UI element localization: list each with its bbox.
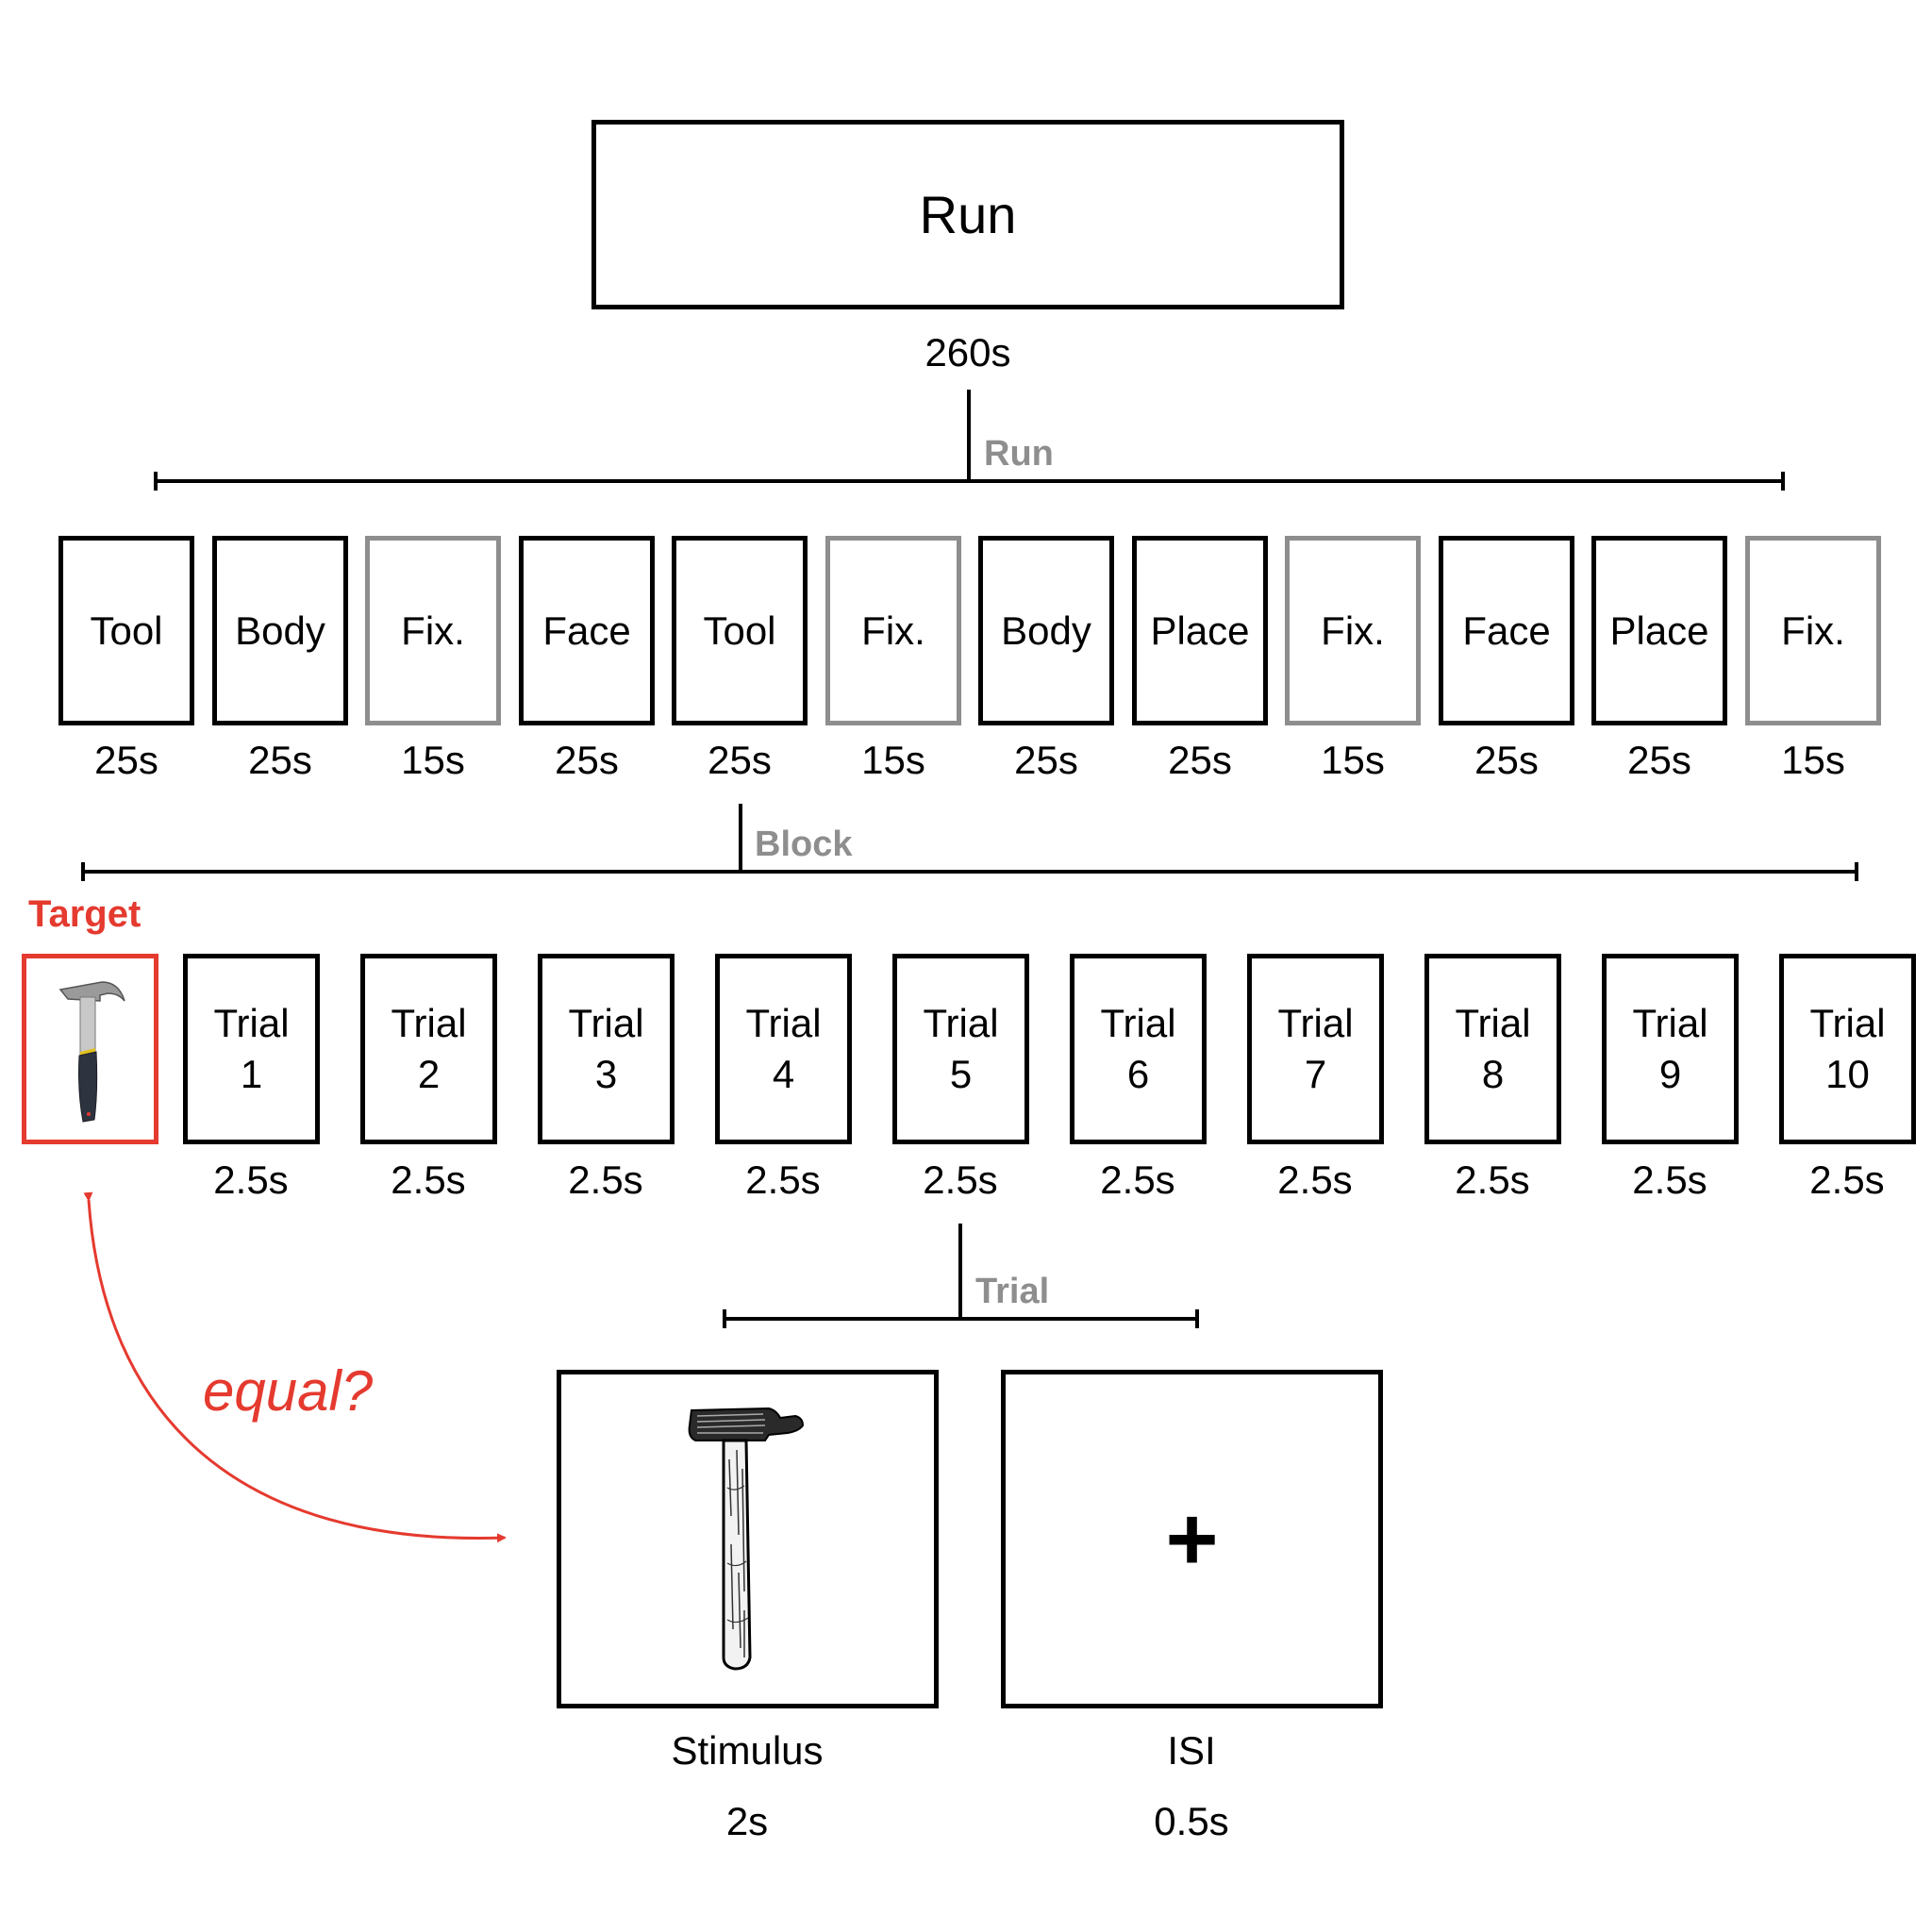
trial-box: Trial 1 bbox=[183, 954, 320, 1144]
block-duration: 25s bbox=[94, 738, 158, 782]
trial-box: Trial 8 bbox=[1424, 954, 1561, 1144]
block-duration: 15s bbox=[861, 738, 925, 782]
isi-label: ISI bbox=[1167, 1728, 1216, 1773]
block-box: Body bbox=[212, 536, 348, 725]
block-label: Body bbox=[235, 608, 325, 653]
block-box: Body bbox=[978, 536, 1114, 725]
trial-box: Trial 10 bbox=[1779, 954, 1916, 1144]
trial-word: Trial bbox=[213, 1001, 290, 1045]
trial-duration: 2.5s bbox=[745, 1158, 821, 1202]
block-duration: 25s bbox=[708, 738, 772, 782]
block-label: Face bbox=[542, 608, 631, 653]
block-duration: 15s bbox=[401, 738, 465, 782]
block-duration: 25s bbox=[555, 738, 619, 782]
block-duration: 25s bbox=[248, 738, 312, 782]
trial-word: Trial bbox=[1809, 1001, 1886, 1045]
stimulus-duration: 2s bbox=[725, 1799, 769, 1843]
fixation-block-box: Fix. bbox=[1745, 536, 1881, 725]
block-box: Tool bbox=[58, 536, 194, 725]
trial-word: Trial bbox=[745, 1001, 822, 1045]
block-label: Place bbox=[1609, 608, 1709, 653]
trial-number: 5 bbox=[949, 1052, 973, 1096]
run-box-label: Run bbox=[919, 185, 1017, 244]
fixation-cross-icon: + bbox=[1165, 1488, 1219, 1590]
sketch-hammer-icon bbox=[688, 1407, 804, 1671]
trial-box: Trial 9 bbox=[1602, 954, 1739, 1144]
trial-box: Trial 3 bbox=[538, 954, 675, 1144]
trial-number: 6 bbox=[1126, 1052, 1150, 1096]
block-duration: 25s bbox=[1474, 738, 1539, 782]
block-label: Fix. bbox=[1781, 608, 1845, 653]
trial-duration: 2.5s bbox=[1455, 1158, 1530, 1202]
target-label: Target bbox=[28, 893, 142, 935]
fixation-block-box: Fix. bbox=[365, 536, 501, 725]
block-duration: 15s bbox=[1781, 738, 1845, 782]
trial-duration: 2.5s bbox=[213, 1158, 289, 1202]
block-box: Place bbox=[1591, 536, 1727, 725]
fixation-block-box: Fix. bbox=[825, 536, 961, 725]
trial-number: 4 bbox=[772, 1052, 795, 1096]
level-label-block: Block bbox=[755, 824, 853, 864]
trial-box: Trial 7 bbox=[1247, 954, 1384, 1144]
trial-word: Trial bbox=[1632, 1001, 1708, 1045]
trial-word: Trial bbox=[1100, 1001, 1176, 1045]
trial-number: 7 bbox=[1304, 1052, 1327, 1096]
stimulus-box bbox=[557, 1370, 939, 1708]
block-box: Place bbox=[1132, 536, 1268, 725]
trial-word: Trial bbox=[1455, 1001, 1531, 1045]
trial-word: Trial bbox=[568, 1001, 644, 1045]
trial-duration: 2.5s bbox=[391, 1158, 466, 1202]
trial-word: Trial bbox=[923, 1001, 999, 1045]
block-label: Face bbox=[1462, 608, 1551, 653]
stimulus-label: Stimulus bbox=[671, 1728, 824, 1773]
trial-number: 9 bbox=[1658, 1052, 1682, 1096]
block-box: Tool bbox=[672, 536, 808, 725]
trial-duration: 2.5s bbox=[1809, 1158, 1885, 1202]
trial-duration: 2.5s bbox=[1632, 1158, 1707, 1202]
comparison-arrow bbox=[83, 1191, 507, 1543]
trial-number: 10 bbox=[1825, 1052, 1870, 1096]
block-duration: 25s bbox=[1627, 738, 1691, 782]
fixation-block-box: Fix. bbox=[1285, 536, 1421, 725]
claw-hammer-icon bbox=[58, 981, 125, 1123]
trial-duration: 2.5s bbox=[923, 1158, 998, 1202]
block-duration: 25s bbox=[1168, 738, 1232, 782]
trial-duration: 2.5s bbox=[1277, 1158, 1353, 1202]
trial-box: Trial 6 bbox=[1070, 954, 1207, 1144]
trial-duration: 2.5s bbox=[568, 1158, 643, 1202]
block-duration: 25s bbox=[1014, 738, 1078, 782]
level-label-trial: Trial bbox=[975, 1272, 1050, 1311]
block-label: Body bbox=[1001, 608, 1091, 653]
isi-duration: 0.5s bbox=[1154, 1799, 1229, 1843]
trial-number: 3 bbox=[594, 1052, 618, 1096]
block-label: Fix. bbox=[1321, 608, 1385, 653]
trial-word: Trial bbox=[1277, 1001, 1354, 1045]
target-box bbox=[22, 954, 158, 1144]
block-box: Face bbox=[519, 536, 655, 725]
run-box: Run bbox=[591, 120, 1344, 309]
block-label: Fix. bbox=[861, 608, 925, 653]
trial-box: Trial 5 bbox=[892, 954, 1029, 1144]
comparison-label: equal? bbox=[203, 1359, 374, 1423]
block-label: Place bbox=[1150, 608, 1250, 653]
level-label-run: Run bbox=[984, 434, 1054, 474]
trial-word: Trial bbox=[391, 1001, 467, 1045]
block-label: Tool bbox=[90, 608, 163, 653]
isi-box: + bbox=[1001, 1370, 1383, 1708]
trial-box: Trial 2 bbox=[360, 954, 497, 1144]
block-box: Face bbox=[1439, 536, 1574, 725]
run-duration: 260s bbox=[924, 330, 1011, 375]
block-duration: 15s bbox=[1321, 738, 1385, 782]
trial-duration: 2.5s bbox=[1100, 1158, 1175, 1202]
block-label: Fix. bbox=[401, 608, 465, 653]
trial-box: Trial 4 bbox=[715, 954, 852, 1144]
trial-number: 1 bbox=[240, 1052, 263, 1096]
trial-number: 2 bbox=[417, 1052, 441, 1096]
trial-number: 8 bbox=[1481, 1052, 1505, 1096]
block-label: Tool bbox=[703, 608, 776, 653]
